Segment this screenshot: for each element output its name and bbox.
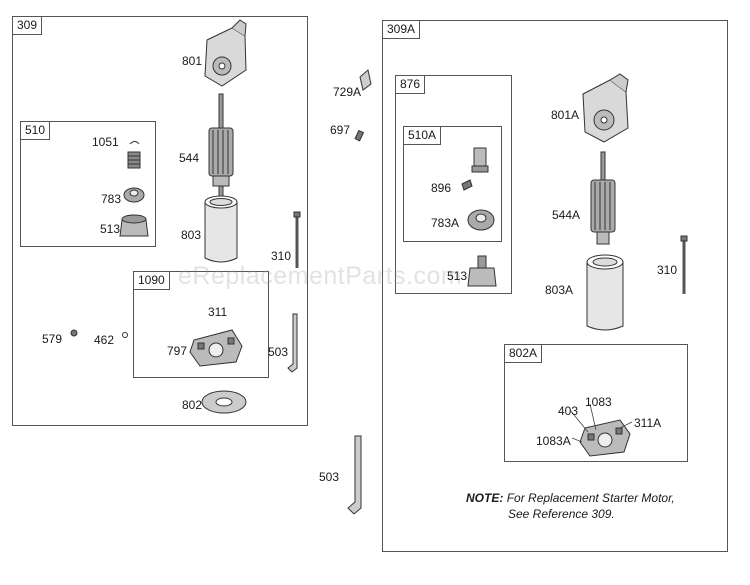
part-544A-drawing	[590, 151, 616, 245]
label-462: 462	[94, 333, 115, 347]
group-309: 309	[12, 16, 308, 426]
label-310-right: 310	[657, 263, 678, 277]
label-513: 513	[100, 222, 121, 236]
label-729A: 729A	[333, 85, 362, 99]
part-544-drawing	[208, 93, 234, 197]
label-403: 403	[558, 404, 579, 418]
label-801A: 801A	[551, 108, 580, 122]
label-1083A: 1083A	[536, 434, 571, 448]
label-803A: 803A	[545, 283, 574, 297]
group-876-tag: 876	[396, 76, 426, 94]
label-783: 783	[101, 192, 122, 206]
part-802A-drawing	[579, 419, 631, 457]
part-801A-drawing	[582, 73, 629, 143]
label-1051: 1051	[92, 135, 119, 149]
label-503-center: 503	[319, 470, 340, 484]
label-579: 579	[42, 332, 63, 346]
label-797: 797	[167, 344, 188, 358]
watermark: eReplacementParts.com	[178, 262, 463, 290]
group-1090: 1090	[133, 271, 269, 378]
group-510A: 510A	[403, 126, 502, 242]
note-line-2: See Reference 309.	[508, 507, 615, 521]
part-513b-drawing	[467, 255, 497, 287]
label-310: 310	[271, 249, 292, 263]
group-309A: 309A	[382, 20, 728, 552]
group-802A: 802A	[504, 344, 688, 462]
label-896: 896	[431, 181, 452, 195]
label-1083: 1083	[585, 395, 612, 409]
note-line-1: For Replacement Starter Motor,	[506, 491, 675, 505]
part-801-drawing	[204, 19, 247, 87]
label-544A: 544A	[552, 208, 581, 222]
part-802-drawing	[201, 390, 247, 414]
part-803-drawing	[204, 195, 238, 263]
label-783A: 783A	[431, 216, 460, 230]
group-309-tag: 309	[13, 17, 43, 35]
label-311A: 311A	[634, 416, 662, 430]
group-510A-tag: 510A	[404, 127, 442, 145]
group-309A-tag: 309A	[383, 21, 421, 39]
label-697: 697	[330, 123, 351, 137]
part-797-drawing	[189, 329, 243, 367]
group-876: 876	[395, 75, 512, 294]
note-prefix: NOTE:	[466, 491, 504, 505]
part-510-set-drawing	[119, 141, 149, 237]
group-1090-tag: 1090	[134, 272, 170, 290]
label-801: 801	[182, 54, 203, 68]
part-803A-drawing	[586, 254, 624, 331]
label-503-left: 503	[268, 345, 289, 359]
label-513-right: 513	[447, 269, 468, 283]
group-510-tag: 510	[21, 122, 51, 140]
label-803: 803	[181, 228, 202, 242]
label-802: 802	[182, 398, 203, 412]
group-802A-tag: 802A	[505, 345, 543, 363]
group-510: 510	[20, 121, 156, 247]
label-544: 544	[179, 151, 200, 165]
part-510A-set-drawing	[461, 147, 495, 231]
reference-note: NOTE: For Replacement Starter Motor, See…	[466, 490, 675, 522]
label-311: 311	[208, 305, 228, 319]
